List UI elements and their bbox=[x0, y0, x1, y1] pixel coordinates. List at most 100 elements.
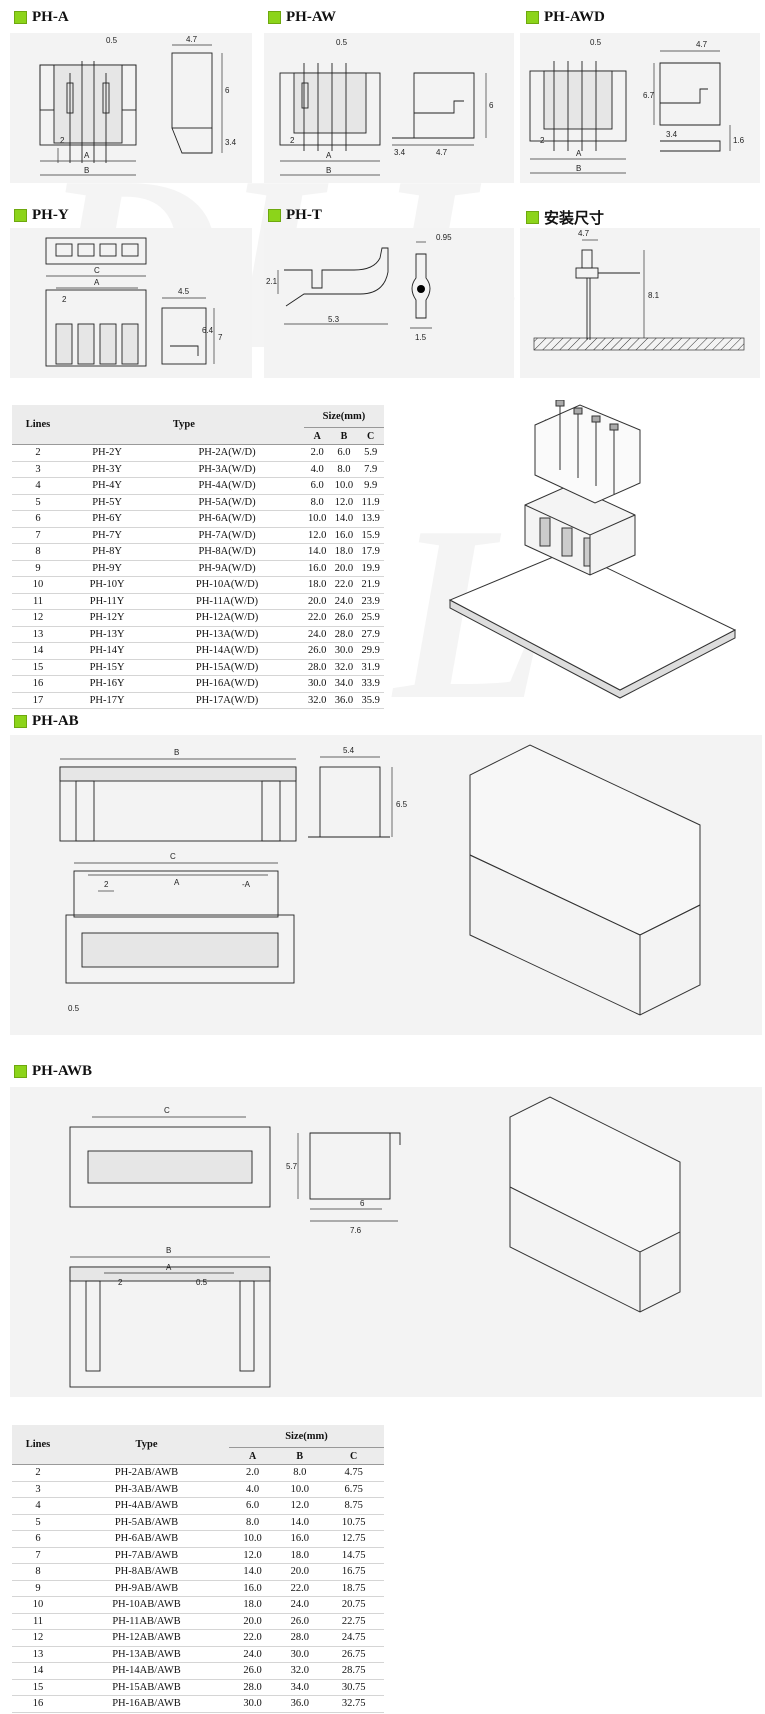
table-cell: PH-7AB/AWB bbox=[64, 1547, 229, 1564]
table-cell: 34.0 bbox=[330, 675, 358, 693]
table-cell: 32.75 bbox=[323, 1695, 384, 1713]
dim-B: B bbox=[576, 164, 581, 173]
table-cell: 24.0 bbox=[229, 1646, 277, 1663]
dim-1.5: 1.5 bbox=[415, 333, 427, 342]
table-cell: PH-6A(W/D) bbox=[150, 510, 304, 528]
header-a: A bbox=[229, 1447, 277, 1465]
dim-8.1: 8.1 bbox=[648, 291, 660, 300]
table-cell: PH-4AB/AWB bbox=[64, 1497, 229, 1515]
header-b: B bbox=[330, 427, 358, 445]
dim-4.5: 4.5 bbox=[178, 287, 190, 296]
header-type: Type bbox=[64, 405, 304, 445]
table-cell: 36.0 bbox=[330, 692, 358, 709]
dim-0.5: 0.5 bbox=[106, 36, 118, 45]
table-cell: 14.0 bbox=[276, 1514, 324, 1531]
dim-2: 2 bbox=[540, 136, 545, 145]
table-cell: 7.9 bbox=[357, 461, 384, 478]
table-cell: 10 bbox=[12, 1596, 64, 1614]
table-cell: 22.0 bbox=[330, 576, 358, 594]
section-title-ph-awd: PH-AWD bbox=[526, 9, 605, 26]
green-square-icon bbox=[14, 11, 27, 24]
table-cell: 9 bbox=[12, 1580, 64, 1597]
green-square-icon bbox=[268, 11, 281, 24]
header-type: Type bbox=[64, 1425, 229, 1465]
header-size: Size(mm) bbox=[303, 405, 384, 428]
table-cell: 15 bbox=[12, 659, 64, 676]
table-cell: 20.0 bbox=[276, 1563, 324, 1581]
table-cell: 13 bbox=[12, 1646, 64, 1663]
green-square-icon bbox=[526, 11, 539, 24]
green-square-icon bbox=[14, 715, 27, 728]
table-cell: 8.0 bbox=[276, 1464, 324, 1482]
table-cell: 8.75 bbox=[323, 1497, 384, 1515]
table-cell: 30.0 bbox=[229, 1695, 277, 1713]
dim-B: B bbox=[174, 748, 179, 757]
table-cell: 26.0 bbox=[303, 642, 331, 660]
dim-6: 6 bbox=[489, 101, 494, 110]
table-cell: 18.75 bbox=[323, 1580, 384, 1597]
table-cell: 8 bbox=[12, 1563, 64, 1581]
table-cell: PH-16Y bbox=[64, 675, 151, 693]
dim-6: 6 bbox=[225, 86, 230, 95]
header-c: C bbox=[323, 1447, 384, 1465]
section-title-ph-ab: PH-AB bbox=[14, 713, 79, 730]
table-cell: 16.75 bbox=[323, 1563, 384, 1581]
pcb-hatch bbox=[533, 337, 745, 351]
table-cell: 24.0 bbox=[330, 593, 358, 610]
table-cell: 28.0 bbox=[229, 1679, 277, 1696]
table-cell: 11 bbox=[12, 593, 64, 610]
table-cell: PH-14Y bbox=[64, 642, 151, 660]
green-square-icon bbox=[14, 1065, 27, 1078]
table-cell: PH-6AB/AWB bbox=[64, 1530, 229, 1548]
table-cell: 7 bbox=[12, 1547, 64, 1564]
table-cell: PH-4Y bbox=[64, 477, 151, 495]
table-cell: PH-11AB/AWB bbox=[64, 1613, 229, 1630]
table-cell: 11 bbox=[12, 1613, 64, 1630]
table-cell: 6.0 bbox=[229, 1497, 277, 1515]
table-cell: 12.0 bbox=[229, 1547, 277, 1564]
table-cell: PH-8AB/AWB bbox=[64, 1563, 229, 1581]
dim-2: 2 bbox=[290, 136, 295, 145]
table-cell: PH-3Y bbox=[64, 461, 151, 478]
table-cell: 14.0 bbox=[330, 510, 358, 528]
table-cell: 13.9 bbox=[357, 510, 384, 528]
table-cell: 10.0 bbox=[276, 1481, 324, 1498]
drawing-ph-ab: B 5.4 6.5 C A 2 -A 0.5 bbox=[10, 735, 762, 1035]
table-cell: PH-14AB/AWB bbox=[64, 1662, 229, 1680]
table-cell: 30.75 bbox=[323, 1679, 384, 1696]
table-cell: 7 bbox=[12, 527, 64, 544]
dim-3.4: 3.4 bbox=[394, 148, 406, 157]
table-cell: 2.0 bbox=[303, 444, 331, 462]
table-cell: 9 bbox=[12, 560, 64, 577]
table-cell: 6.0 bbox=[303, 477, 331, 495]
table-cell: 5 bbox=[12, 1514, 64, 1531]
table-cell: 24.0 bbox=[276, 1596, 324, 1614]
dim-B: B bbox=[84, 166, 89, 175]
table-cell: 5.9 bbox=[357, 444, 384, 462]
table-cell: 22.0 bbox=[276, 1580, 324, 1597]
dim-5.4: 5.4 bbox=[343, 746, 355, 755]
table-cell: 16.0 bbox=[276, 1530, 324, 1548]
header-lines: Lines bbox=[12, 405, 64, 445]
dim-1.6: 1.6 bbox=[733, 136, 745, 145]
dim-2.1: 2.1 bbox=[266, 277, 278, 286]
table-cell: 15 bbox=[12, 1679, 64, 1696]
table-cell: 12.75 bbox=[323, 1530, 384, 1548]
table-cell: 2 bbox=[12, 1464, 64, 1482]
dim-6.7: 6.7 bbox=[643, 91, 655, 100]
table-cell: PH-15AB/AWB bbox=[64, 1679, 229, 1696]
table-cell: PH-3A(W/D) bbox=[150, 461, 304, 478]
dim-5.7: 5.7 bbox=[286, 1162, 298, 1171]
table-cell: 14.0 bbox=[303, 543, 331, 561]
